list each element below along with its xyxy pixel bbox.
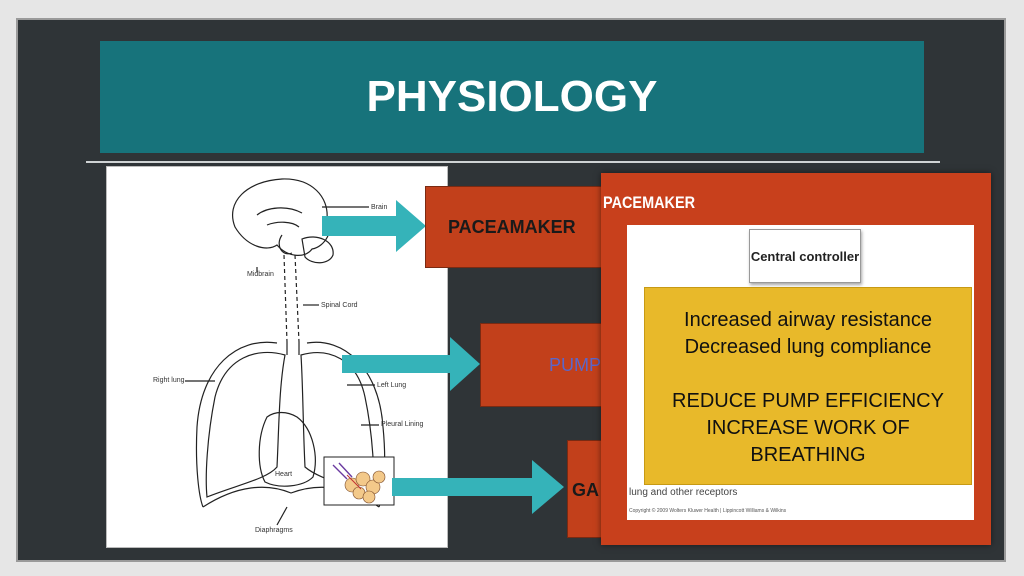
callout-line-work: INCREASE WORK OF <box>706 417 910 439</box>
central-controller-box: Central controller <box>749 229 861 283</box>
title-banner: PHYSIOLOGY <box>100 41 924 153</box>
callout-line-pump-efficiency: REDUCE PUMP EFFICIENCY <box>672 390 944 412</box>
pump-label: PUMP <box>549 355 602 375</box>
label-midbrain: Midbrain <box>247 271 274 278</box>
label-left-lung: Left Lung <box>377 382 407 389</box>
callout-line-compliance: Decreased lung compliance <box>684 336 932 358</box>
copyright-text: Copyright © 2009 Wolters Kluwer Health |… <box>629 508 787 514</box>
label-pleural-lining: Pleural Lining <box>381 421 424 428</box>
arrow-to-gas-exchange-icon <box>392 460 564 514</box>
callout-line-airway: Increased airway resistance <box>684 309 932 331</box>
title-divider <box>86 161 940 163</box>
arrow-to-pump-icon <box>342 337 480 391</box>
respiratory-anatomy-illustration <box>185 178 395 526</box>
label-spinal-cord: Spinal Cord <box>321 302 358 309</box>
pacemaker-box: PACEAMAKER <box>425 186 627 268</box>
overlay-title: PACEMAKER <box>603 193 696 212</box>
effects-callout: Increased airway resistance Decreased lu… <box>644 287 972 485</box>
arrow-to-pacemaker-icon <box>322 200 426 252</box>
label-brain: Brain <box>371 204 388 211</box>
callout-spacer <box>645 361 971 388</box>
label-right-lung: Right lung <box>153 377 185 384</box>
pump-box: PUMP <box>480 323 622 407</box>
gas-exchange-label: GA <box>572 480 599 500</box>
slide-title: PHYSIOLOGY <box>366 72 658 121</box>
callout-line-breathing: BREATHING <box>750 444 866 466</box>
label-heart: Heart <box>275 471 293 478</box>
label-diaphragms: Diaphragms <box>255 527 293 534</box>
receptors-caption: lung and other receptors <box>629 487 738 498</box>
pacemaker-label: PACEAMAKER <box>448 217 576 237</box>
